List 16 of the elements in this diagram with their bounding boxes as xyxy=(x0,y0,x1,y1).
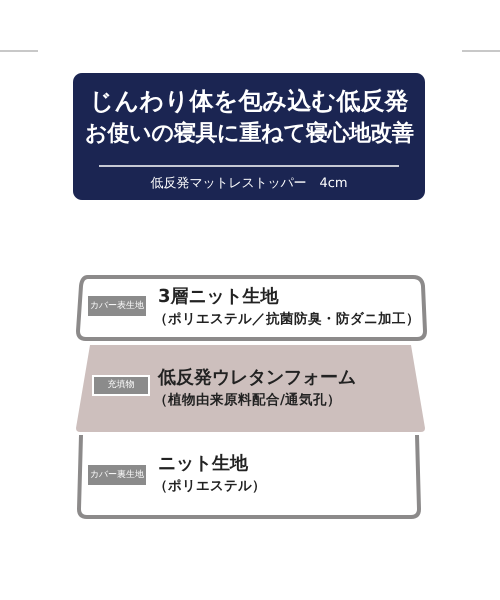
title-banner xyxy=(73,73,425,200)
tag-badge: カバー表生地 xyxy=(88,296,146,316)
headline: お使いの寝具に重ねて寝心地改善 xyxy=(84,120,414,148)
subtitle: 低反発マットレストッパー 4cm xyxy=(149,176,349,192)
layer-panel xyxy=(76,274,427,342)
layer-name: ニット生地 xyxy=(158,453,248,475)
layer-material: （ポリエステル） xyxy=(154,478,266,495)
headline: じんわり体を包み込む低反発 xyxy=(88,86,410,116)
layer-panel xyxy=(76,435,422,519)
tag-badge: カバー裏生地 xyxy=(88,465,146,485)
layer-name: 3層ニット生地 xyxy=(158,286,279,308)
layer-panel xyxy=(76,345,425,432)
tag-badge: 充填物 xyxy=(92,375,150,396)
layer-material: （植物由来原料配合/通気孔） xyxy=(154,392,341,409)
layer-name: 低反発ウレタンフォーム xyxy=(158,367,356,389)
layer-material: （ポリエステル／抗菌防臭・防ダニ加工） xyxy=(154,311,420,328)
